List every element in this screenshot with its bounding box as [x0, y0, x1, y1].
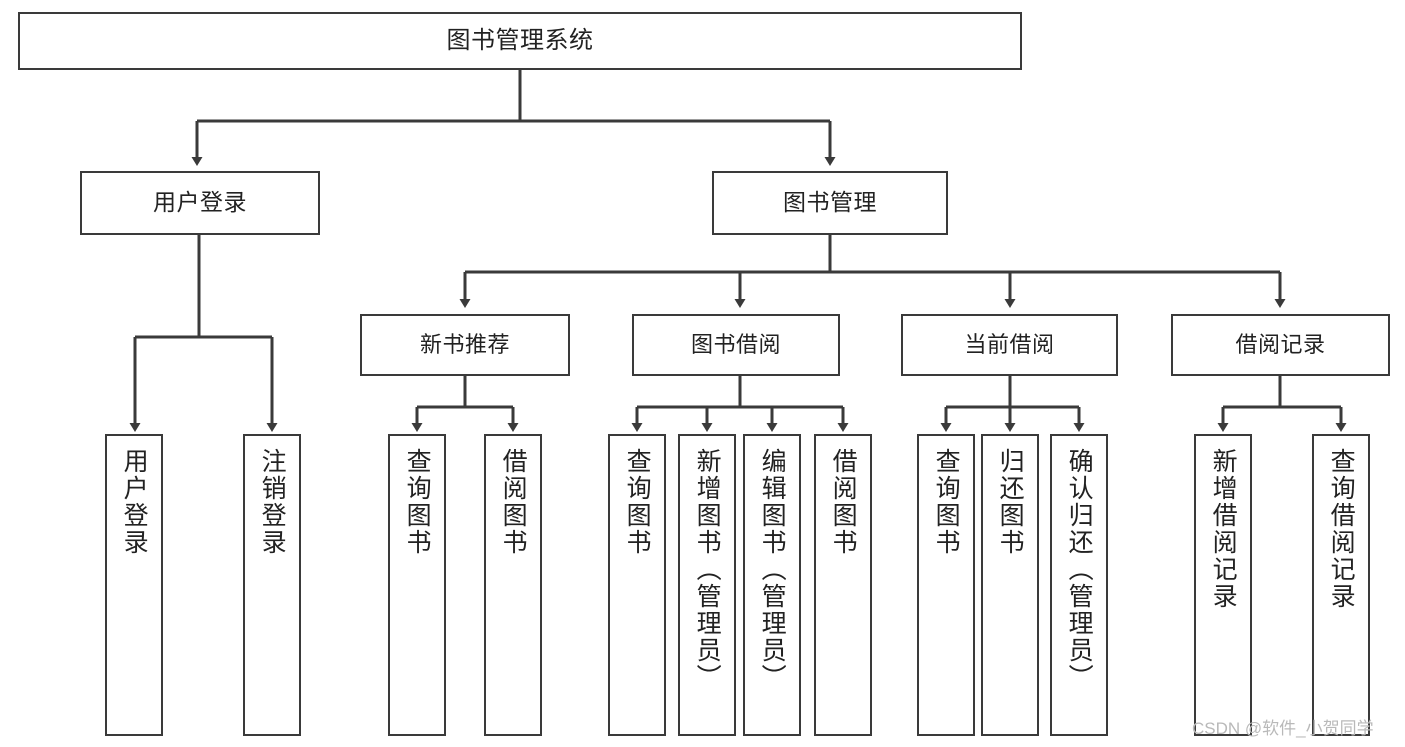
node-leaf-query-book-recommend[interactable]: 查询图书: [388, 434, 446, 736]
node-label: 注销登录: [258, 448, 287, 556]
node-leaf-query-book-borrow[interactable]: 查询图书: [608, 434, 666, 736]
node-leaf-edit-book-admin[interactable]: 编辑图书（管理员）: [743, 434, 801, 736]
node-leaf-confirm-return-admin[interactable]: 确认归还（管理员）: [1050, 434, 1108, 736]
node-leaf-borrow-book-recommend[interactable]: 借阅图书: [484, 434, 542, 736]
node-leaf-return-book[interactable]: 归还图书: [981, 434, 1039, 736]
node-label: 查询图书: [403, 448, 432, 556]
node-label: 借阅图书: [829, 448, 858, 556]
node-book-management[interactable]: 图书管理: [712, 171, 948, 235]
node-label: 图书管理: [783, 189, 877, 216]
node-root-book-management-system[interactable]: 图书管理系统: [18, 12, 1022, 70]
node-label: 查询借阅记录: [1327, 448, 1356, 610]
node-leaf-add-book-admin[interactable]: 新增图书（管理员）: [678, 434, 736, 736]
node-label: 编辑图书（管理员）: [758, 448, 787, 691]
node-leaf-borrow-book[interactable]: 借阅图书: [814, 434, 872, 736]
node-new-book-recommend[interactable]: 新书推荐: [360, 314, 570, 376]
node-leaf-user-login[interactable]: 用户登录: [105, 434, 163, 736]
node-label: 新增借阅记录: [1209, 448, 1238, 610]
node-leaf-query-borrow-record[interactable]: 查询借阅记录: [1312, 434, 1370, 736]
node-label: 借阅图书: [499, 448, 528, 556]
csdn-watermark: CSDN @软件_小贺同学: [1192, 719, 1374, 738]
node-leaf-query-book-current[interactable]: 查询图书: [917, 434, 975, 736]
node-label: 用户登录: [120, 448, 149, 556]
node-label: 图书借阅: [690, 332, 781, 358]
node-current-borrow[interactable]: 当前借阅: [901, 314, 1118, 376]
node-label: 新增图书（管理员）: [693, 448, 722, 691]
node-book-borrow[interactable]: 图书借阅: [632, 314, 840, 376]
node-label: 借阅记录: [1235, 332, 1326, 358]
node-label: 归还图书: [996, 448, 1025, 556]
node-borrow-record[interactable]: 借阅记录: [1171, 314, 1390, 376]
node-label: 新书推荐: [419, 332, 510, 358]
node-label: 当前借阅: [964, 332, 1055, 358]
node-leaf-logout[interactable]: 注销登录: [243, 434, 301, 736]
node-label: 用户登录: [153, 189, 247, 216]
node-label: 确认归还（管理员）: [1065, 448, 1094, 691]
node-leaf-add-borrow-record[interactable]: 新增借阅记录: [1194, 434, 1252, 736]
node-user-login[interactable]: 用户登录: [80, 171, 320, 235]
node-label: 查询图书: [623, 448, 652, 556]
node-label: 查询图书: [932, 448, 961, 556]
node-label: 图书管理系统: [446, 26, 594, 54]
